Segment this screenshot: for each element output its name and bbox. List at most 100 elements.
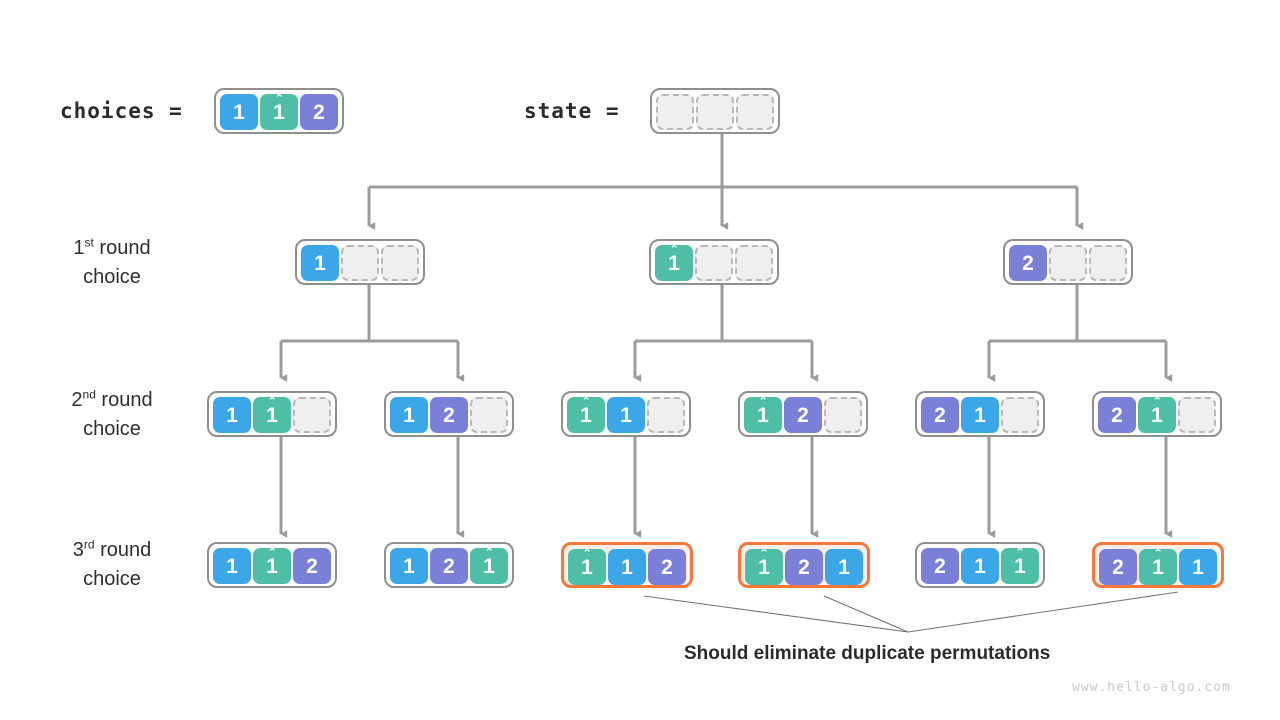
array-cell-2: 2 [293,548,331,584]
caret-accent-icon: ˆ [269,394,275,412]
array-cell-2: 2 [300,94,338,130]
cell-value: 2 [443,554,455,578]
cell-value: 2 [1112,555,1124,579]
array-cell-empty [293,397,331,433]
row-3-line-2: choice [83,568,141,590]
array-cell-empty [1178,397,1216,433]
caret-accent-icon: ˆ [276,91,282,109]
round-1-node-3[interactable]: 2 [1003,239,1133,285]
state-label: state = [524,99,620,123]
array-cell-1: 1 [213,397,251,433]
caret-accent-icon: ˆ [671,242,677,260]
array-cell-2: 2 [1099,549,1137,585]
cell-value: 2 [306,554,318,578]
cell-value: 2 [1022,251,1034,275]
array-cell-empty [1049,245,1087,281]
array-cell-1: 1 [608,549,646,585]
array-cell-1: 1 [390,397,428,433]
array-cell-empty [647,397,685,433]
caret-accent-icon: ˆ [269,545,275,563]
cell-value: 2 [313,100,325,124]
cell-value: 1 [403,403,415,427]
array-cell-1: 1 [213,548,251,584]
round-1-node-1[interactable]: 1 [295,239,425,285]
cell-value: 1 [403,554,415,578]
array-cell-2: 2 [784,397,822,433]
array-cell-1: 1 [1179,549,1217,585]
cell-value: 1 [314,251,326,275]
cell-value: 1 [1192,555,1204,579]
array-cell-2: 2 [1098,397,1136,433]
cell-value: 1 [233,100,245,124]
site-watermark: www.hello-algo.com [1072,680,1231,695]
caret-accent-icon: ˆ [1155,546,1161,564]
row-label-round-1: 1st round choice [22,234,202,292]
array-cell-empty [381,245,419,281]
caret-accent-icon: ˆ [583,394,589,412]
array-cell-1: 1 [301,245,339,281]
cell-value: 2 [934,403,946,427]
array-cell-empty [1001,397,1039,433]
cell-value: 1 [621,555,633,579]
cell-value: 1 [838,555,850,579]
cell-value: 1 [620,403,632,427]
cell-value: 1 [226,403,238,427]
cell-value: 2 [798,555,810,579]
caret-accent-icon: ˆ [486,545,492,563]
row-1-line-1: 1st round [73,235,151,259]
row-label-round-2: 2nd round choice [22,386,202,444]
array-cell-2: 2 [430,548,468,584]
state-array[interactable] [650,88,780,134]
array-cell-empty [696,94,734,130]
cell-value: 2 [797,403,809,427]
cell-value: 2 [443,403,455,427]
cell-value: 1 [974,403,986,427]
row-2-line-1: 2nd round [71,387,153,411]
array-cell-empty [341,245,379,281]
array-cell-2: 2 [785,549,823,585]
caret-accent-icon: ˆ [760,394,766,412]
array-cell-2: 2 [1009,245,1047,281]
choices-label: choices = [60,99,183,123]
array-cell-1: 1 [607,397,645,433]
caret-accent-icon: ˆ [1017,545,1023,563]
caret-accent-icon: ˆ [584,546,590,564]
array-cell-1: 1 [390,548,428,584]
array-cell-empty [736,94,774,130]
